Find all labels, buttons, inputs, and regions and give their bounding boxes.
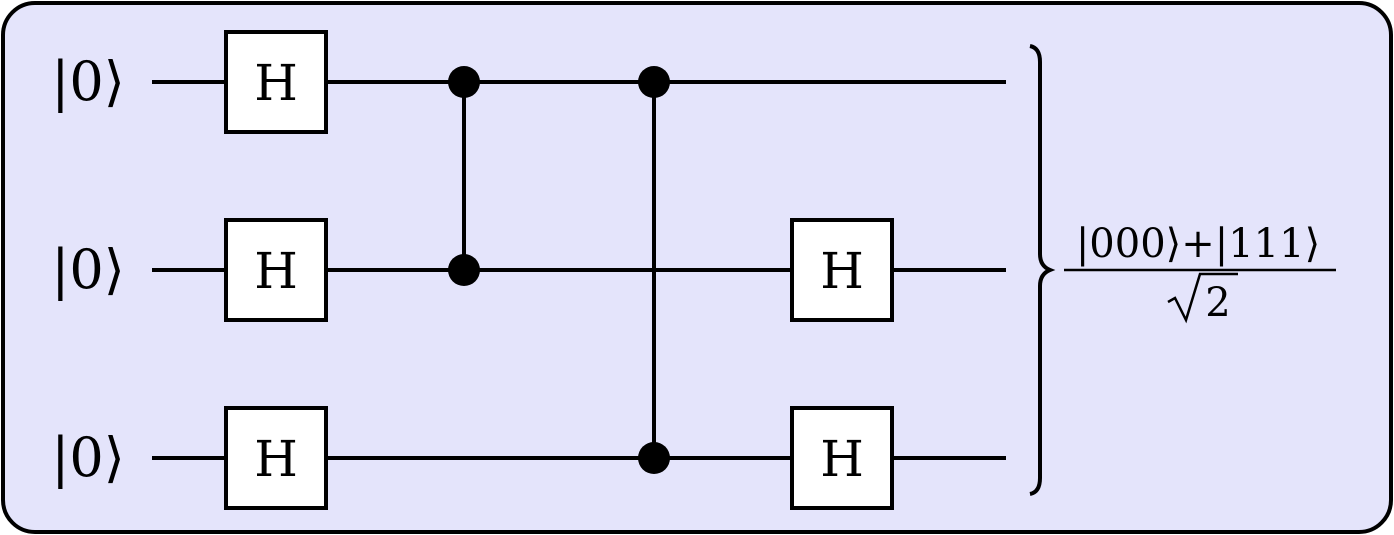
h-gate-q1-s3: H xyxy=(790,218,894,322)
output-state: |000⟩+|111⟩ 2 xyxy=(1064,221,1336,326)
h-gate-q1-s0: H xyxy=(224,218,328,322)
control-dot-q0 xyxy=(448,66,480,98)
h-gate-q0-s0: H xyxy=(224,30,328,134)
h-gate-box xyxy=(790,406,894,510)
h-gate-label: H xyxy=(820,242,864,300)
output-state-radicand: 2 xyxy=(1205,280,1230,326)
h-gate-box xyxy=(224,406,328,510)
qubit-input-label-1: |0⟩ xyxy=(51,238,125,301)
control-dot-q1 xyxy=(448,254,480,286)
labels-layer: |0⟩ |0⟩ |0⟩ xyxy=(51,50,125,489)
output-state-numerator: |000⟩+|111⟩ xyxy=(1076,221,1320,267)
control-dot-q0 xyxy=(638,66,670,98)
h-gate-box xyxy=(790,218,894,322)
cz-gate-0-1 xyxy=(448,66,480,286)
sqrt-sign xyxy=(1167,272,1238,324)
h-gate-label: H xyxy=(254,54,298,112)
h-gate-label: H xyxy=(820,430,864,488)
controls-layer xyxy=(448,66,670,474)
gates-layer: H H H H H xyxy=(224,30,894,510)
h-gate-label: H xyxy=(254,242,298,300)
h-gate-box xyxy=(224,218,328,322)
output-brace xyxy=(1029,44,1056,496)
h-gate-q2-s0: H xyxy=(224,406,328,510)
h-gate-q2-s3: H xyxy=(790,406,894,510)
h-gate-label: H xyxy=(254,430,298,488)
h-gate-box xyxy=(224,30,328,134)
qubit-input-label-0: |0⟩ xyxy=(51,50,125,113)
cz-gate-0-2 xyxy=(638,66,670,474)
qubit-input-label-2: |0⟩ xyxy=(51,426,125,489)
control-dot-q2 xyxy=(638,442,670,474)
